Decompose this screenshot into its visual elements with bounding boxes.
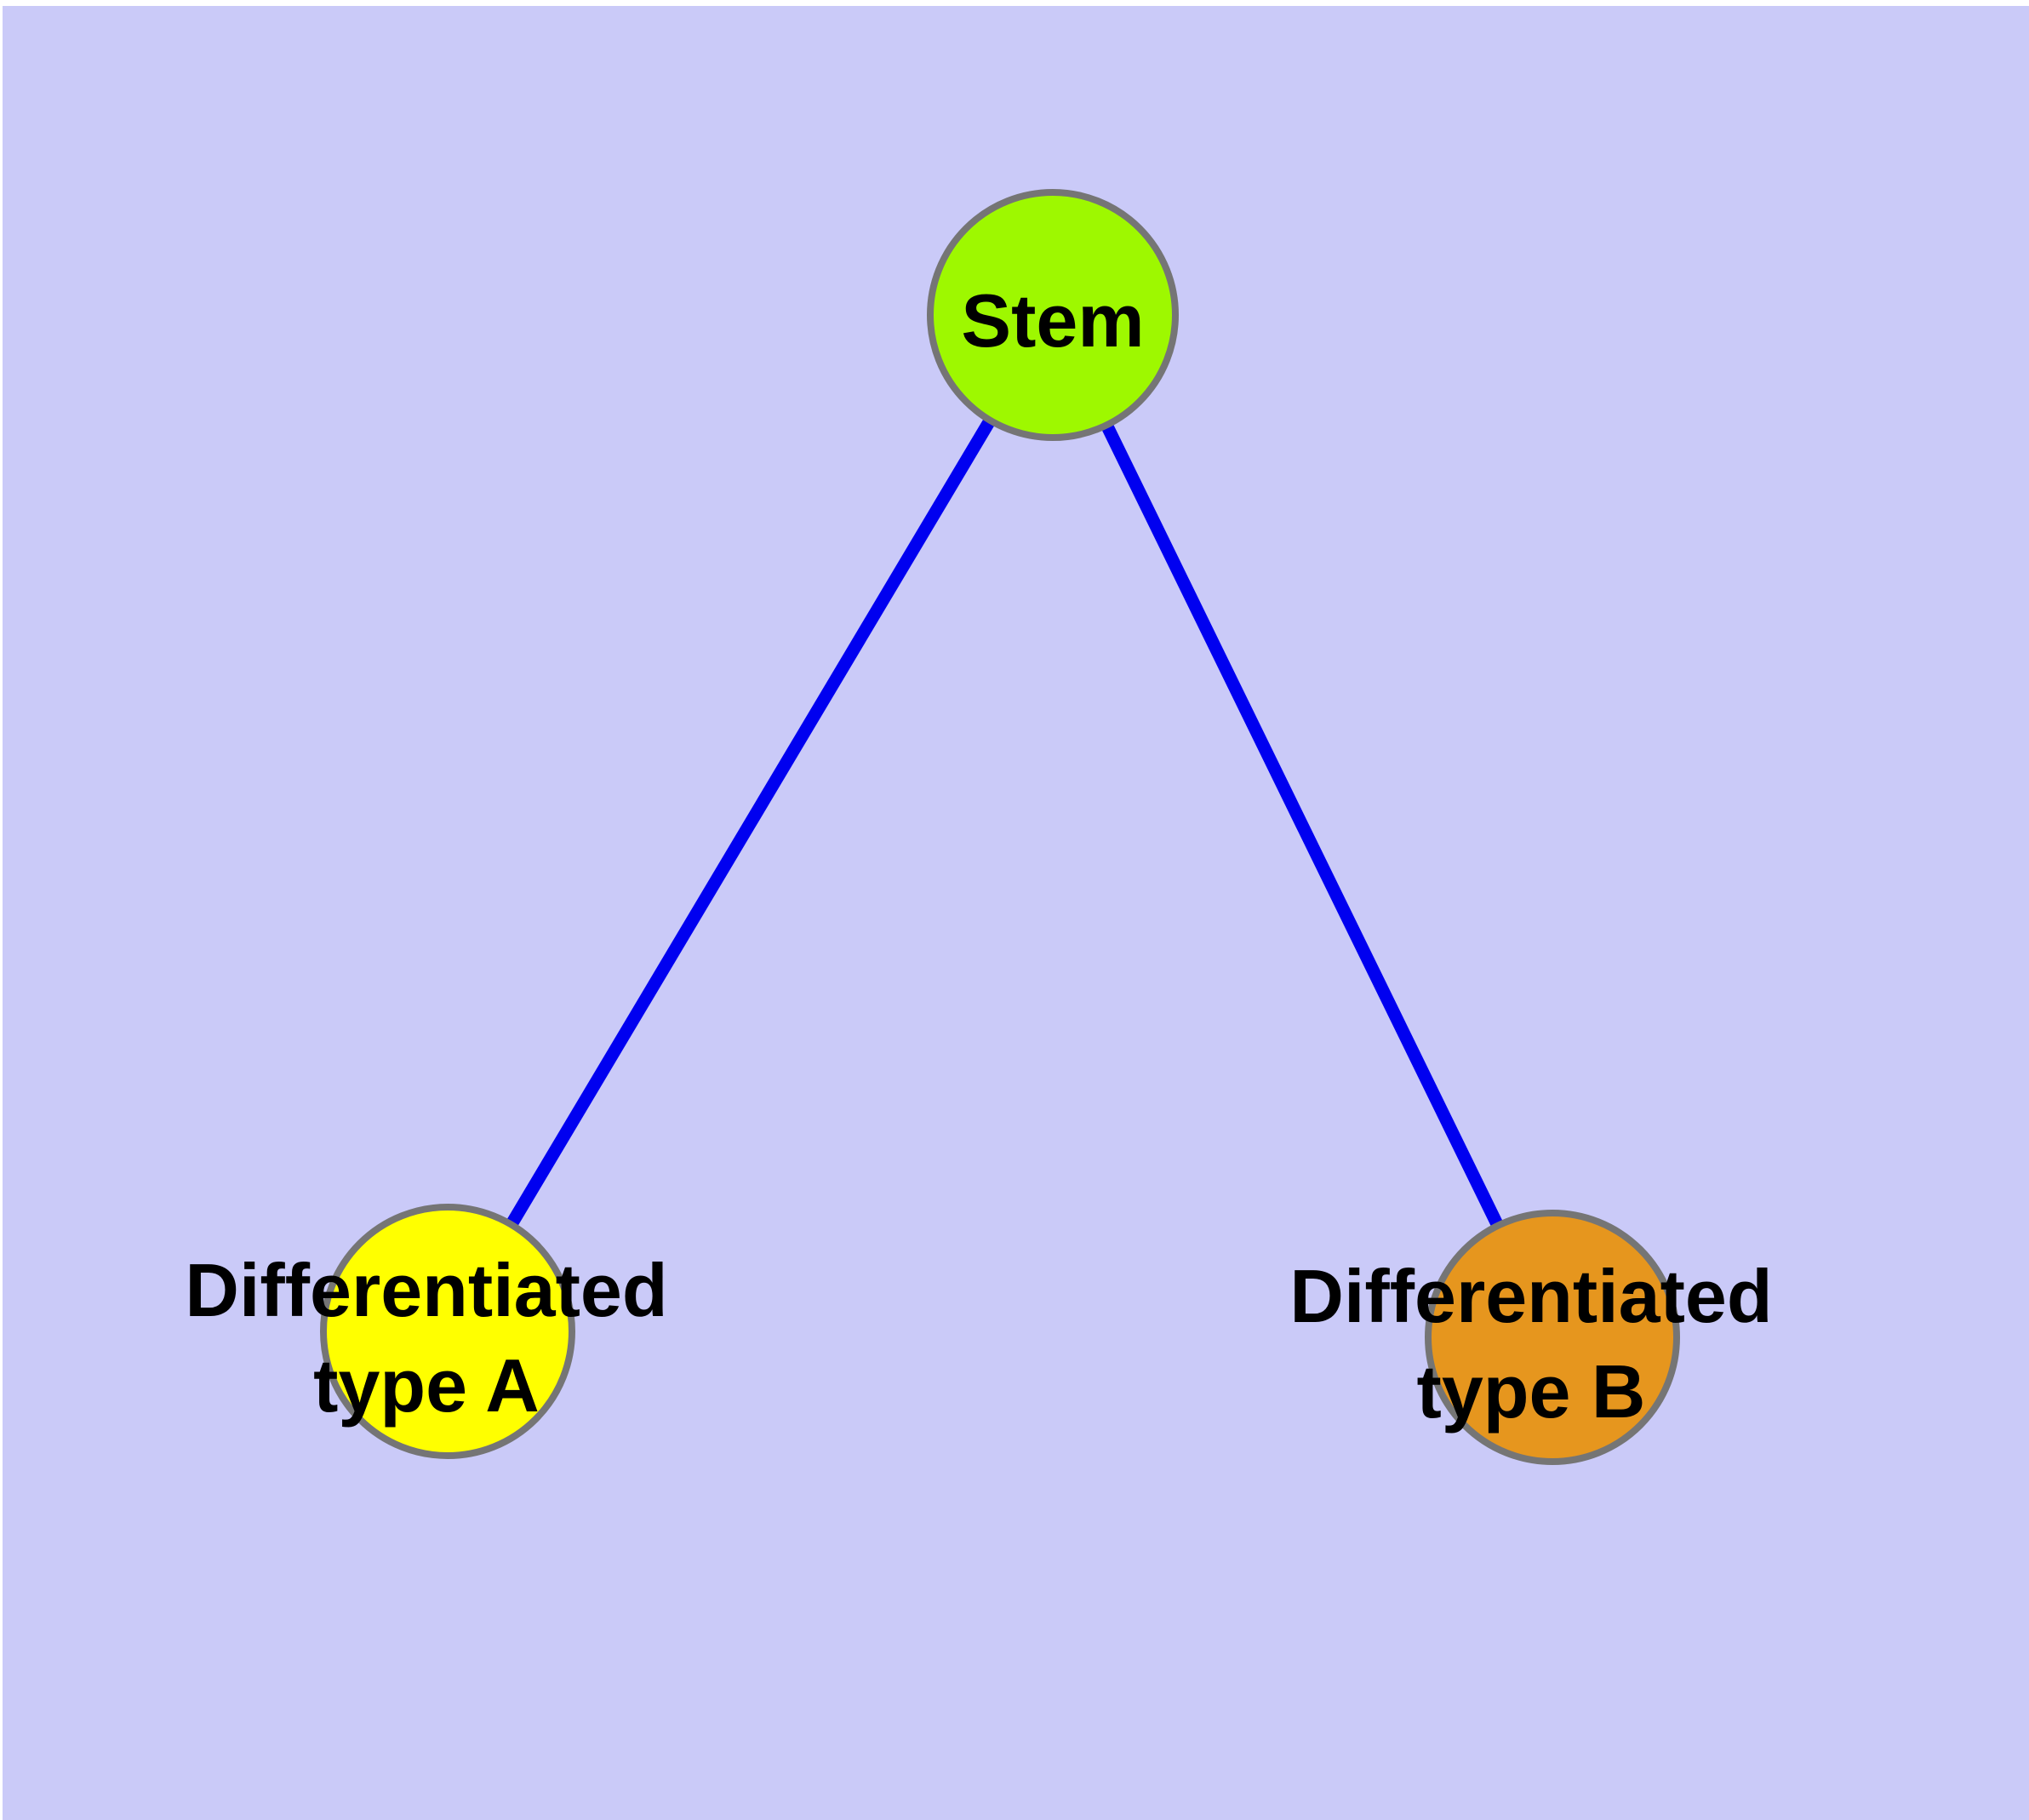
label-type-b-line2: type B xyxy=(1417,1349,1646,1434)
node-stem xyxy=(927,189,1179,441)
label-stem: Stem xyxy=(961,278,1144,363)
edge-stem-to-type-b xyxy=(1047,312,1558,1341)
node-differentiated-type-a xyxy=(320,1204,575,1459)
edge-stem-to-type-a xyxy=(442,312,1059,1335)
label-type-b-line1: Differentiated xyxy=(1289,1254,1772,1338)
node-differentiated-type-b xyxy=(1425,1210,1680,1465)
label-type-a-line1: Differentiated xyxy=(185,1248,667,1332)
label-type-a-line2: type A xyxy=(313,1343,540,1428)
